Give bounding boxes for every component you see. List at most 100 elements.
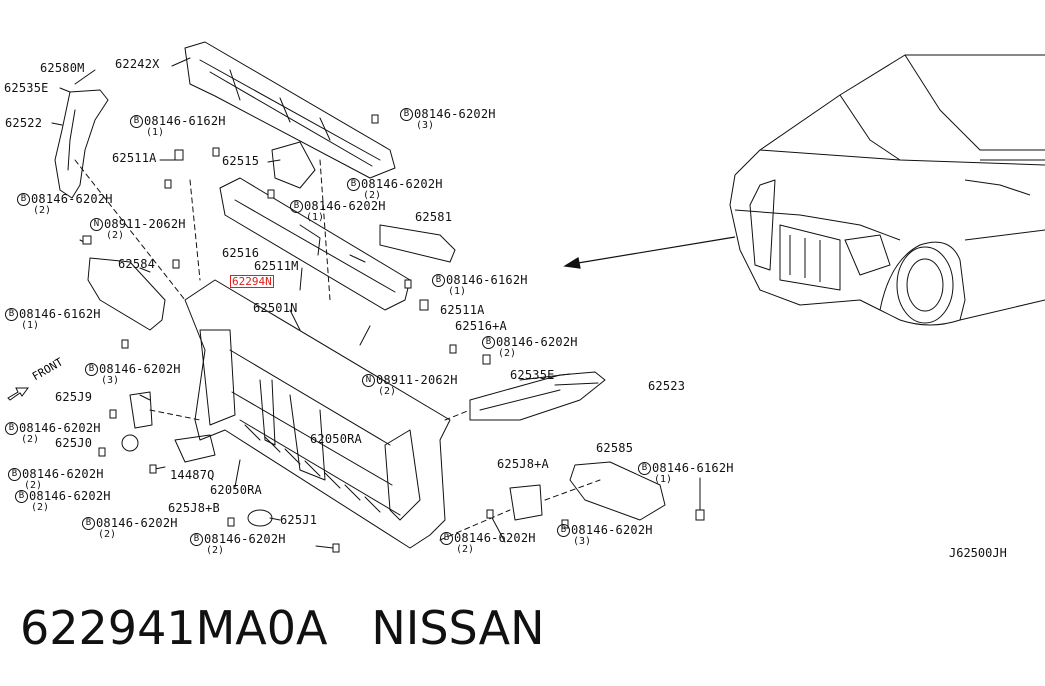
part-callout-label: 62516 xyxy=(222,247,259,259)
quantity-label: (1) xyxy=(654,474,673,485)
pointer-arrow xyxy=(563,236,736,269)
part-number-text: 08146-6202H xyxy=(29,489,111,503)
bolt-symbol-icon: B xyxy=(638,462,651,475)
bolt-icon xyxy=(404,279,412,289)
part-callout-label: 62511M xyxy=(254,260,299,272)
quantity-label: (2) xyxy=(498,348,517,359)
bolt-icon xyxy=(82,235,92,245)
bolt-icon xyxy=(695,509,705,521)
quantity-label: (3) xyxy=(573,536,592,547)
part-number-text: 14487Q xyxy=(170,468,215,482)
bolt-symbol-icon: B xyxy=(557,524,570,537)
part-number-text: 08146-6202H xyxy=(454,531,536,545)
part-number-text: 62511M xyxy=(254,259,299,273)
diagram-code: J62500JH xyxy=(949,546,1007,560)
part-number-text: 08146-6162H xyxy=(652,461,734,475)
bolt-icon xyxy=(121,339,129,349)
part-number-text: 62581 xyxy=(415,210,453,224)
part-number-text: 62516 xyxy=(222,246,260,260)
part-number-text: 625J8+B xyxy=(168,501,220,515)
bolt-symbol-icon: B xyxy=(290,200,303,213)
bolt-icon xyxy=(212,147,220,157)
bolt-icon xyxy=(371,114,379,124)
bolt-symbol-icon: B xyxy=(432,274,445,287)
radiator-core-support xyxy=(184,279,451,549)
part-number-text: 08146-6202H xyxy=(19,421,101,435)
part-number-text: 62515 xyxy=(222,154,260,168)
quantity-label: (2) xyxy=(456,544,475,555)
nut-symbol-icon: N xyxy=(362,374,375,387)
bolt-icon xyxy=(109,409,117,419)
bolt-symbol-icon: B xyxy=(190,533,203,546)
bolt-icon xyxy=(227,517,235,527)
part-number-text: 62511A xyxy=(440,303,485,317)
bolt-icon xyxy=(449,344,457,354)
front-arrow-icon xyxy=(7,387,29,401)
part-number-text: 08146-6202H xyxy=(31,192,113,206)
quantity-label: (2) xyxy=(206,545,225,556)
part-callout-label: 62523 xyxy=(648,380,685,392)
bolt-symbol-icon: B xyxy=(482,336,495,349)
bracket-62515 xyxy=(271,141,316,189)
part-number-text: 62294N xyxy=(232,275,272,288)
quantity-label: (2) xyxy=(378,386,397,397)
part-number-text: 62511A xyxy=(112,151,157,165)
part-number-text: 08146-6162H xyxy=(446,273,528,287)
vehicle-sketch xyxy=(729,54,1045,326)
part-number-text: 62580M xyxy=(40,61,85,75)
nut-symbol-icon: N xyxy=(90,218,103,231)
hood-lock-support xyxy=(219,177,411,311)
bolt-symbol-icon: B xyxy=(440,532,453,545)
bolt-icon xyxy=(419,299,429,311)
air-guide-62585 xyxy=(569,461,666,521)
part-number-text: 625J0 xyxy=(55,436,93,450)
part-number-text: 62050RA xyxy=(210,483,262,497)
part-callout-label: 625J1 xyxy=(280,514,317,526)
part-number-text: 625J1 xyxy=(280,513,318,527)
quantity-label: (2) xyxy=(363,190,382,201)
quantity-label: (2) xyxy=(21,434,40,445)
part-number-text: 62535E xyxy=(4,81,49,95)
bracket-625J8A xyxy=(509,484,543,521)
bolt-symbol-icon: B xyxy=(130,115,143,128)
side-member-left xyxy=(54,89,109,199)
part-number-text: 62535E xyxy=(510,368,555,382)
part-callout-label: 62050RA xyxy=(310,433,362,445)
quantity-label: (2) xyxy=(33,205,52,216)
part-number-text: 62242X xyxy=(115,57,160,71)
part-number-text: 08146-6162H xyxy=(19,307,101,321)
part-callout-label: 62242X xyxy=(115,58,160,70)
bolt-icon xyxy=(267,189,275,199)
bolt-symbol-icon: B xyxy=(17,193,30,206)
bolt-symbol-icon: B xyxy=(8,468,21,481)
bolt-icon xyxy=(164,179,172,189)
part-callout-label: 62050RA xyxy=(210,484,262,496)
part-callout-label: 62516+A xyxy=(455,320,507,332)
part-callout-label: 625J8+B xyxy=(168,502,220,514)
part-number-text: 08146-6162H xyxy=(144,114,226,128)
part-callout-label: 625J8+A xyxy=(497,458,549,470)
part-number-text: 08146-6202H xyxy=(22,467,104,481)
part-callout-label: 62580M xyxy=(40,62,85,74)
highlighted-part-label: 62294N xyxy=(230,275,274,288)
part-number-text: 08911-2062H xyxy=(376,373,458,387)
rubber-625J0 xyxy=(121,434,139,452)
bolt-symbol-icon: B xyxy=(347,178,360,191)
bolt-icon xyxy=(172,259,180,269)
part-number-text: 08146-6202H xyxy=(304,199,386,213)
part-number-text: 62585 xyxy=(596,441,634,455)
